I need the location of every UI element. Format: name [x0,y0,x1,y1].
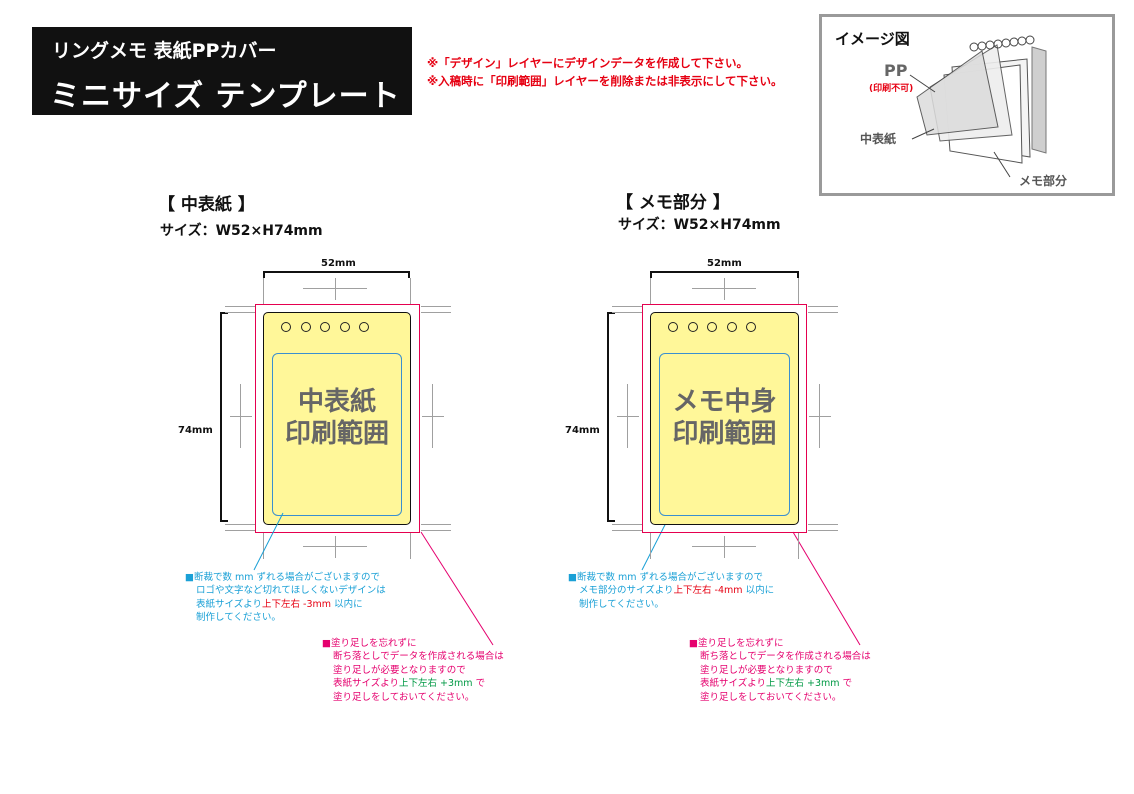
crop-mark [225,306,255,307]
center-mark [432,384,433,448]
center-mark [724,278,725,300]
note-design-layer: ※「デザイン」レイヤーにデザインデータを作成して下さい。 [427,56,748,70]
header-title-block: リングメモ 表紙PPカバー ミニサイズ テンプレート [32,27,412,115]
left-bleed-note: ■塗り足しを忘れずに 断ち落としでデータを作成される場合は 塗り足しが必要となり… [322,638,504,703]
right-safe-note: ■断裁で数 mm ずれる場合がございますので メモ部分のサイズより上下左右 -4… [568,572,775,610]
pp-not-printable-note: (印刷不可) [869,84,914,94]
left-width-dimension: 52mm [321,258,356,269]
crop-mark [421,312,451,313]
crop-mark [421,524,451,525]
center-mark [617,416,639,417]
crop-mark [225,312,255,313]
crop-mark [410,533,411,559]
crop-mark [421,530,451,531]
right-height-bracket-tick [607,520,615,522]
image-diagram-box: イメージ図 PP (印刷不可) 中表紙 メモ部分 [819,14,1115,196]
left-height-dimension: 74mm [178,425,213,436]
center-mark [422,416,444,417]
left-height-bracket-tick [220,312,228,314]
crop-mark [808,312,838,313]
right-bleed-note: ■塗り足しを忘れずに 断ち落としでデータを作成される場合は 塗り足しが必要となり… [689,638,871,703]
right-width-bracket [650,271,799,273]
crop-mark [612,312,642,313]
crop-mark [410,278,411,304]
ring-hole [281,322,291,332]
ring-hole [668,322,678,332]
left-width-bracket-tick [408,271,410,278]
center-mark [724,536,725,558]
header-subtitle: リングメモ 表紙PPカバー [52,40,277,62]
crop-mark [808,530,838,531]
ring-hole [687,322,698,332]
crop-mark [612,524,642,525]
left-height-bracket-tick [220,520,228,522]
left-section-size: サイズ：W52×H74mm [160,223,323,239]
ring-hole [320,322,330,332]
ring-hole [726,322,737,332]
left-safe-note: ■断裁で数 mm ずれる場合がございますので ロゴや文字など切れてほしくないデザ… [185,572,386,624]
right-area-label-line2: 印刷範囲 [672,419,777,449]
crop-mark [650,278,651,304]
center-mark [230,416,252,417]
inner-cover-label: 中表紙 [860,132,897,146]
crop-mark [421,306,451,307]
right-height-dimension: 74mm [565,425,600,436]
left-section-title: 【 中表紙 】 [158,195,255,215]
crop-mark [225,524,255,525]
center-mark [335,536,336,558]
crop-mark [808,306,838,307]
ring-hole [339,322,350,332]
crop-mark [612,306,642,307]
left-bleed-line [255,304,420,533]
center-mark [809,416,831,417]
center-mark [335,278,336,300]
ring-holes [668,322,756,332]
crop-mark [225,530,255,531]
ring-hole [359,322,369,332]
crop-mark [808,524,838,525]
ring-hole [707,322,717,332]
right-bleed-line [642,304,807,533]
crop-mark [612,530,642,531]
left-safe-area [272,353,402,516]
left-area-label-line2: 印刷範囲 [284,419,389,449]
ring-hole [746,322,756,332]
header-title: ミニサイズ テンプレート [50,79,401,114]
right-height-bracket [607,312,609,522]
left-height-bracket [220,312,222,522]
right-width-bracket-tick [650,271,652,278]
right-width-bracket-tick [797,271,799,278]
crop-mark [798,278,799,304]
ring-holes [281,322,369,332]
center-mark [819,384,820,448]
right-width-dimension: 52mm [707,258,742,269]
ring-memo-illustration [909,35,1047,178]
memo-part-label: メモ部分 [1019,174,1068,188]
center-mark [240,384,241,448]
right-area-label-line1: メモ中身 [672,387,777,417]
right-section-title: 【 メモ部分 】 [616,193,730,213]
left-area-label-line1: 中表紙 [297,387,376,417]
right-safe-area [659,353,790,516]
crop-mark [798,533,799,559]
pp-label: PP [884,61,908,80]
left-inner-cover-area: 中表紙 印刷範囲 [263,312,411,525]
center-mark [627,384,628,448]
crop-mark [263,533,264,559]
note-print-area-layer: ※入稿時に「印刷範囲」レイヤーを削除または非表示にして下さい。 [427,74,783,88]
crop-mark [650,533,651,559]
left-width-bracket-tick [263,271,265,278]
image-diagram-title: イメージ図 [835,30,910,48]
right-memo-area: メモ中身 印刷範囲 [650,312,799,525]
right-section-size: サイズ：W52×H74mm [618,217,781,233]
right-height-bracket-tick [607,312,615,314]
left-width-bracket [263,271,410,273]
crop-mark [263,278,264,304]
ring-hole [300,322,311,332]
